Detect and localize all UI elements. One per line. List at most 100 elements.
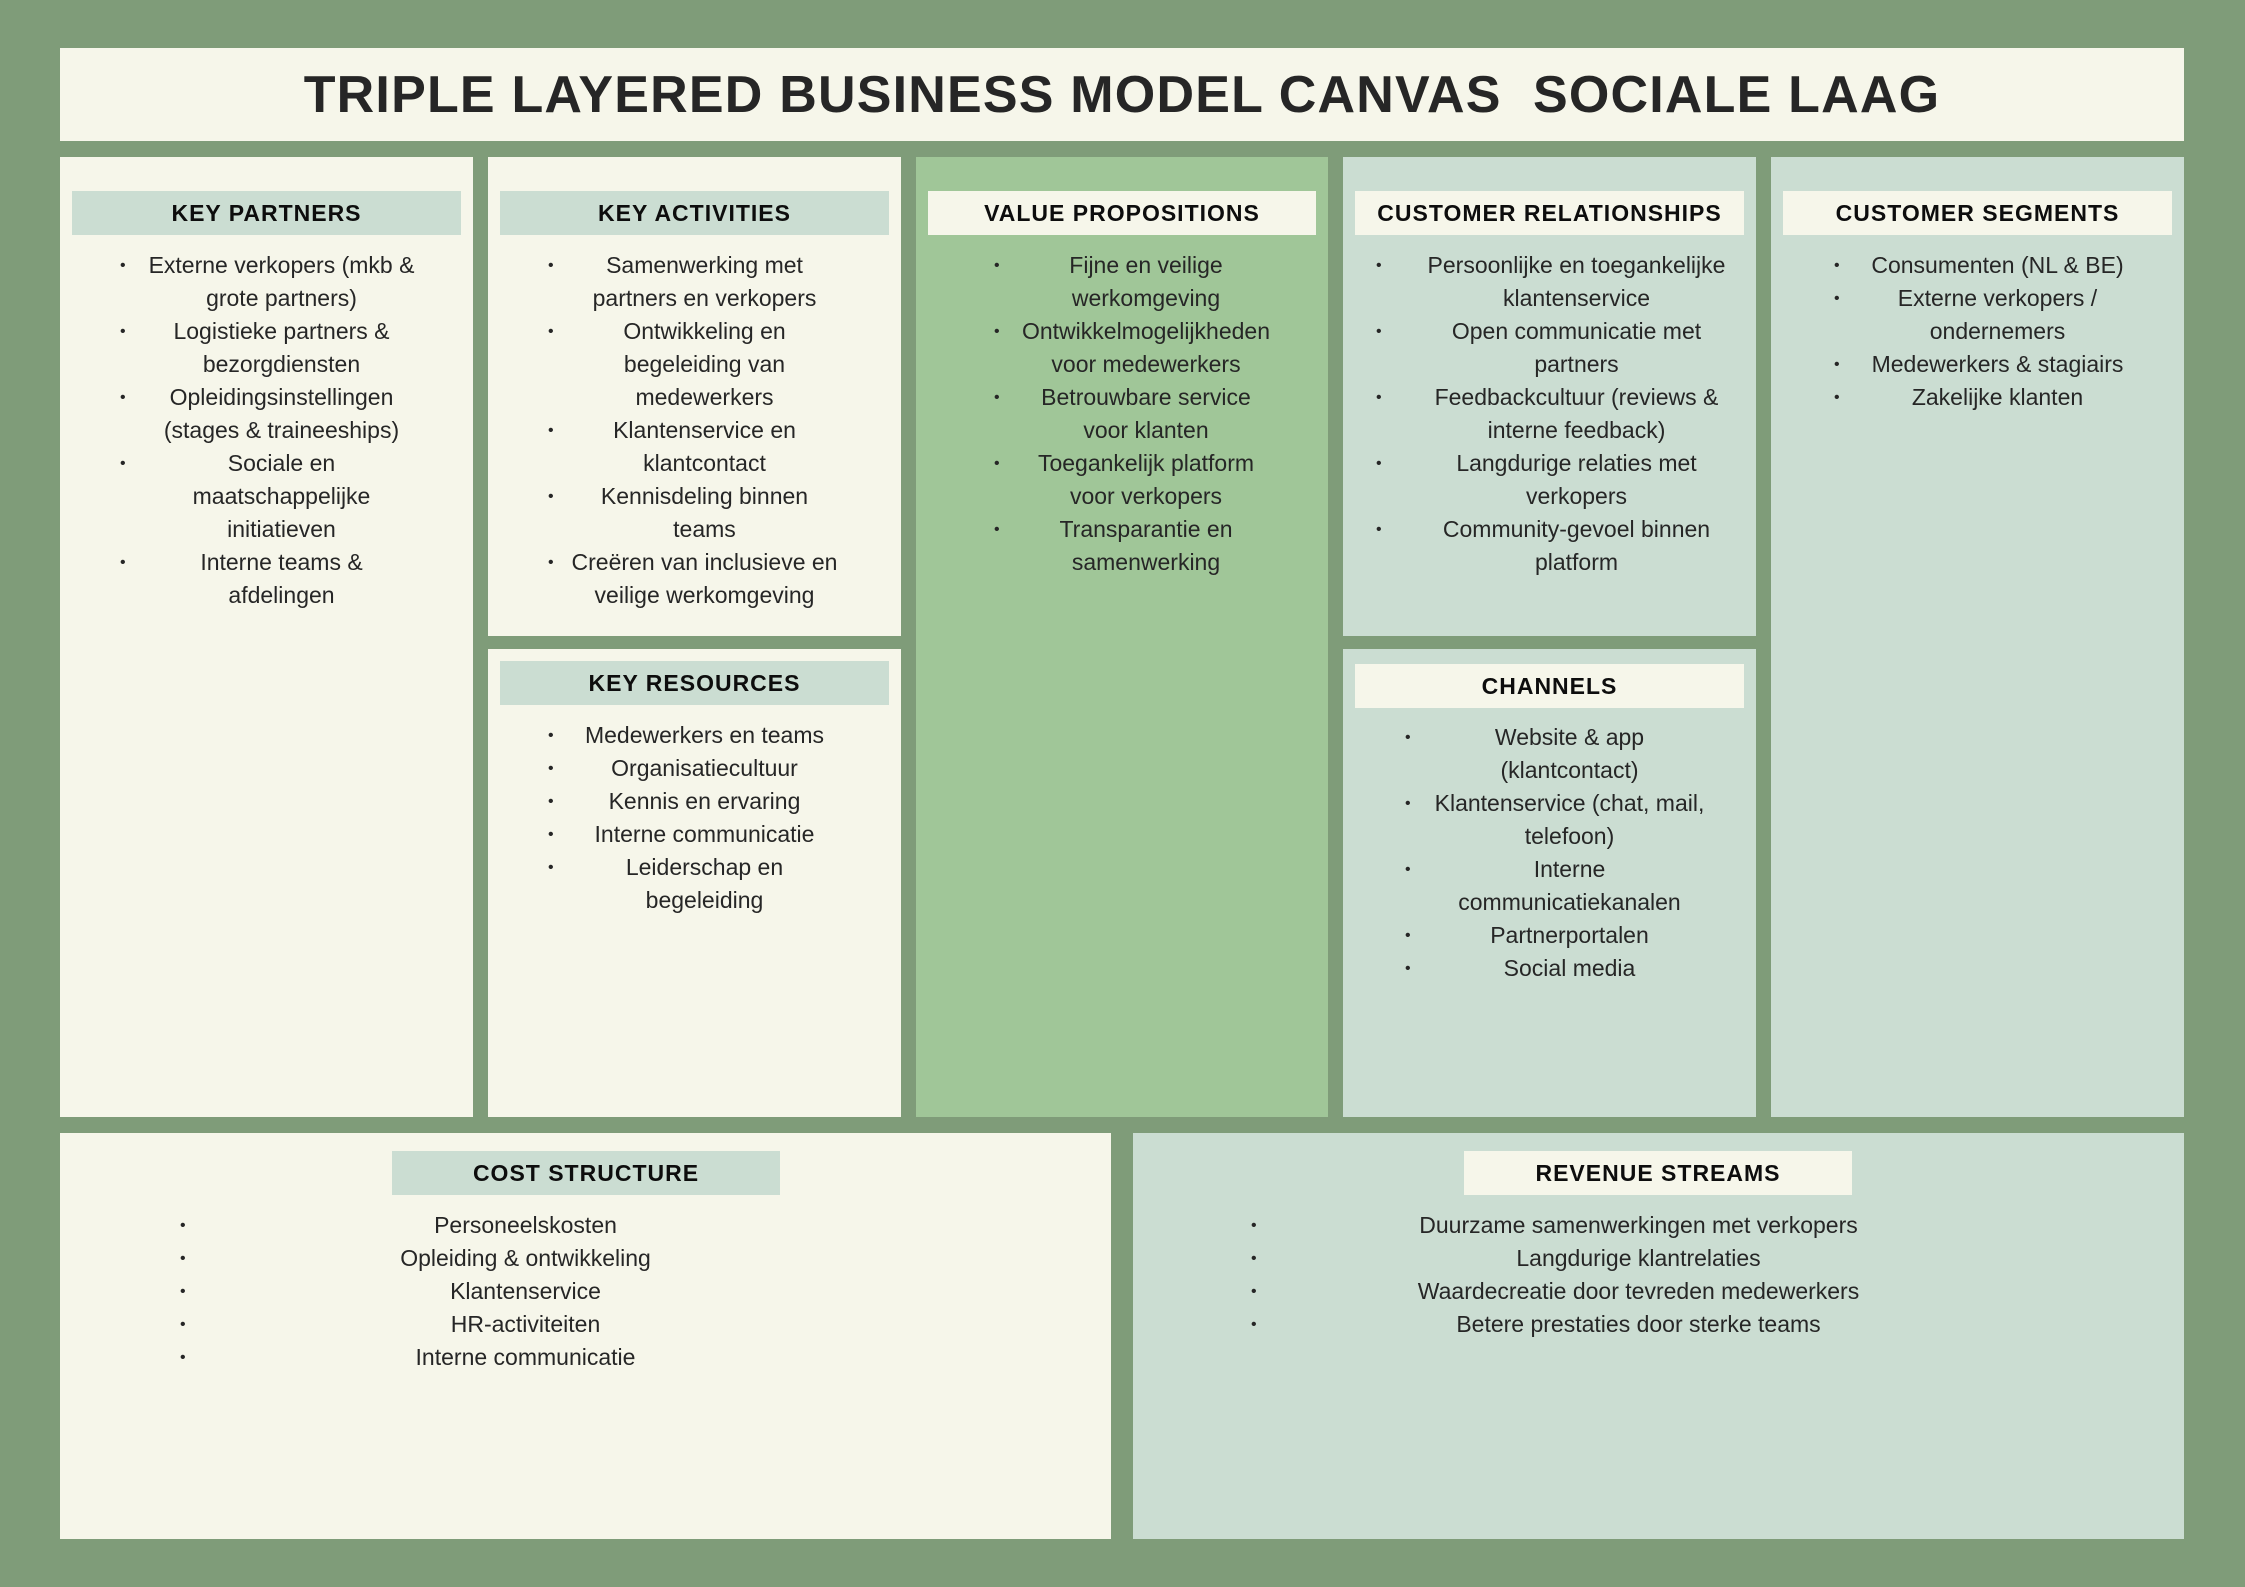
list-item: •Betere prestaties door sterke teams [1133,1308,2184,1341]
list-item-text: Waardecreatie door tevreden medewerkers [1417,1278,1860,1304]
bullet-icon: • [1251,1316,1257,1333]
bullet-icon: • [994,389,1000,406]
cost-structure-panel: COST STRUCTURE • Personeelskosten • Opleidi… [60,1133,1111,1539]
customer-segments-header: CUSTOMER SEGMENTS [1783,191,2172,235]
customer-relationships-list: • Persoonlijke en toegankelijke klantense… [1343,249,1756,579]
list-item-text: Persoonlijke en toegankelijke klantenser… [1427,252,1726,311]
list-item: • Organisatiecultuur [488,752,901,785]
value-propositions-header: VALUE PROPOSITIONS [928,191,1316,235]
bullet-icon: • [1405,861,1411,878]
list-item-text: Logistieke partners & bezorgdiensten [173,318,390,377]
list-item-text: Partnerportalen [1490,922,1649,948]
bullet-icon: • [994,521,1000,538]
list-item: •Fijne en veilige werkomgeving [916,249,1328,315]
list-item: •Langdurige klantrelaties [1133,1242,2184,1275]
key-activities-list: •Samenwerking met partners en verkopers•… [488,249,901,612]
list-item: •Kennisdeling binnen teams [488,480,901,546]
key-activities-header: KEY ACTIVITIES [500,191,889,235]
list-item-text: Duurzame samenwerkingen met verkopers [1419,1212,1858,1238]
bullet-icon: • [548,793,554,810]
bullet-icon: • [1376,257,1382,274]
list-item-text: Klantenservice [450,1278,601,1304]
bullet-icon: • [120,554,126,571]
list-item-text: Samenwerking met partners en verkopers [592,252,817,311]
revenue-streams-panel: REVENUE STREAMS • Duurzame samenwerkingen… [1133,1133,2184,1539]
customer-relationships-panel: CUSTOMER RELATIONSHIPS •Persoonlijke en … [1343,157,1756,636]
list-item: •Interne communicatie [488,818,901,851]
bullet-icon: • [1376,455,1382,472]
list-item: •Langdurige relaties met verkopers [1343,447,1756,513]
list-item-text: Opleiding & ontwikkeling [400,1245,651,1271]
bullet-icon: • [1405,795,1411,812]
bullet-icon: • [994,455,1000,472]
list-item-text: Ontwikkelmogelijkheden voor medewerkers [1021,318,1270,377]
bullet-icon: • [180,1217,186,1234]
list-item-text: Toegankelijk platform voor verkopers [1037,450,1255,509]
list-item: •Klantenservice [60,1275,1111,1308]
list-item-text: Externe verkopers (mkb & grote partners) [148,252,415,311]
bullet-icon: • [180,1316,186,1333]
bullet-icon: • [1834,290,1840,307]
bullet-icon: • [548,727,554,744]
list-item: • Ontwikkelmogelijkheden voor medewerkers [916,315,1328,381]
customer-segments-panel: CUSTOMER SEGMENTS •Consumenten (NL & BE)… [1771,157,2184,1117]
revenue-streams-header: REVENUE STREAMS [1464,1151,1852,1195]
revenue-streams-list: •Duurzame samenwerkingen met verkopers•L… [1133,1209,2184,1341]
list-item-text: Langdurige klantrelaties [1516,1245,1761,1271]
bullet-icon: • [180,1250,186,1267]
list-item-text: Interne communicatie [415,1344,636,1370]
bullet-icon: • [548,760,554,777]
key-activities-panel: KEY ACTIVITIES • Samenwerking met partner… [488,157,901,636]
list-item: •Medewerkers & stagiairs [1771,348,2184,381]
list-item-text: Social media [1503,955,1636,981]
key-partners-header: KEY PARTNERS [72,191,461,235]
list-item: •Creëren van inclusieve en veilige werko… [488,546,901,612]
bullet-icon: • [548,422,554,439]
list-item: • HR-activiteiten [60,1308,1111,1341]
bullet-icon: • [548,859,554,876]
list-item: • Klantenservice (chat, mail, telefoon) [1343,787,1756,853]
list-item: • Personeelskosten [60,1209,1111,1242]
list-item: • Samenwerking met partners en verkopers [488,249,901,315]
bullet-icon: • [1405,960,1411,977]
customer-segments-list: •Consumenten (NL & BE)•Externe verkopers… [1771,249,2184,414]
list-item-text: Organisatiecultuur [611,755,798,781]
list-item: • Sociale en maatschappelijke initiatieve… [60,447,473,546]
bullet-icon: • [548,826,554,843]
list-item: •Open communicatie met partners [1343,315,1756,381]
bullet-icon: • [1376,323,1382,340]
key-resources-list: • Medewerkers en teams • Organisatiecultuur… [488,719,901,917]
bullet-icon: • [548,488,554,505]
list-item: • Transparantie en samenwerking [916,513,1328,579]
cost-structure-header: COST STRUCTURE [392,1151,780,1195]
list-item-text: HR-activiteiten [450,1311,601,1337]
list-item: •Externe verkopers / ondernemers [1771,282,2184,348]
bullet-icon: • [994,257,1000,274]
bullet-icon: • [548,323,554,340]
list-item-text: Klantenservice (chat, mail, telefoon) [1434,790,1705,849]
list-item: •Consumenten (NL & BE) [1771,249,2184,282]
list-item: •Interne teams & afdelingen [60,546,473,612]
bullet-icon: • [1251,1217,1257,1234]
bullet-icon: • [548,257,554,274]
list-item: •Externe verkopers (mkb & grote partners… [60,249,473,315]
list-item-text: Medewerkers en teams [584,722,825,748]
list-item: •Waardecreatie door tevreden medewerkers [1133,1275,2184,1308]
channels-panel: CHANNELS •Website & app (klantcontact)•K… [1343,649,1756,1117]
list-item-text: Feedbackcultuur (reviews & interne feedb… [1434,384,1719,443]
bullet-icon: • [120,455,126,472]
bullet-icon: • [994,323,1000,340]
list-item-text: Medewerkers & stagiairs [1871,351,2124,377]
value-propositions-panel: VALUE PROPOSITIONS •Fijne en veilige wer… [916,157,1328,1117]
key-resources-panel: KEY RESOURCES •Medewerkers en teams•Orga… [488,649,901,1117]
list-item: •Zakelijke klanten [1771,381,2184,414]
bullet-icon: • [1834,389,1840,406]
list-item-text: Kennis en ervaring [608,788,801,814]
list-item-text: Ontwikkeling en begeleiding van medewerk… [623,318,786,410]
bullet-icon: • [180,1349,186,1366]
bullet-icon: • [1376,389,1382,406]
list-item-text: Transparantie en samenwerking [1059,516,1233,575]
channels-list: •Website & app (klantcontact)•Klantenser… [1343,721,1756,985]
list-item-text: Personeelskosten [434,1212,617,1238]
list-item-text: Sociale en maatschappelijke initiatieven [192,450,371,542]
